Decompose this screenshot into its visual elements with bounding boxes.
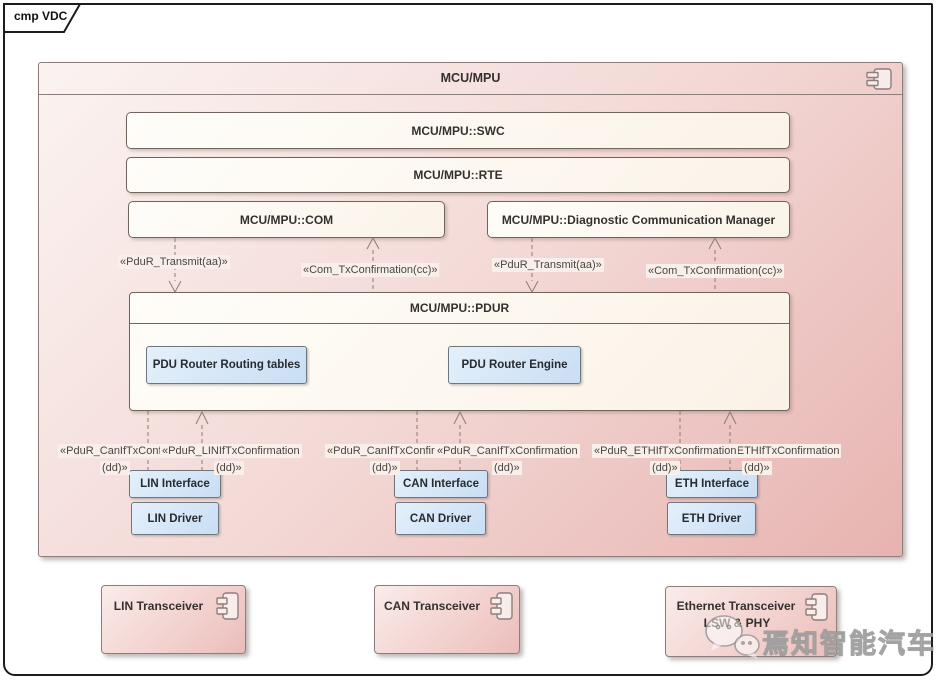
component-pdur: MCU/MPU::PDUR PDU Router Routing tables …: [129, 292, 790, 411]
connector-label-pdur-transmit-left: «PduR_Transmit(aa)»: [118, 255, 230, 269]
connector-label-com-txconfirmation-right: «Com_TxConfirmation(cc)»: [646, 264, 785, 278]
component-icon: [216, 592, 239, 620]
eth-driver-label: ETH Driver: [681, 512, 742, 525]
routing-tables-label: PDU Router Routing tables: [152, 359, 301, 371]
mcu-mpu-title: MCU/MPU: [440, 71, 501, 85]
ethernet-transceiver-label: Ethernet Transceiver: [676, 599, 796, 613]
connector-label-pdur-transmit-right: «PduR_Transmit(aa)»: [492, 258, 604, 272]
rte-label: MCU/MPU::RTE: [413, 168, 503, 182]
component-rte: MCU/MPU::RTE: [126, 157, 790, 193]
watermark-text: 焉知智能汽车: [762, 629, 936, 660]
connector-label-canif-txconf-l1: «PduR_CanIfTxConfirmation: [325, 444, 470, 458]
connector-label-canif-txconfirmation-l2: (dd)»: [492, 461, 522, 475]
connector-label-canif-txconfirmation-l1: «PduR_CanIfTxConfirmation: [435, 444, 580, 458]
frame-tab-label: cmp VDC: [14, 9, 68, 23]
connector-label-linif-txconfirmation-l1: «PduR_LINIfTxConfirmation: [160, 444, 302, 458]
com-label: MCU/MPU::COM: [239, 212, 334, 227]
connector-label-ethif-txconfirmation-l1: «PduR_ETHIfTxConfirmation: [592, 444, 739, 458]
component-icon: [490, 592, 513, 620]
component-swc: MCU/MPU::SWC: [126, 112, 790, 149]
connector-label-linif-txconfirmation-l2: (dd)»: [214, 461, 244, 475]
component-lin-driver: LIN Driver: [131, 502, 219, 535]
can-driver-label: CAN Driver: [409, 512, 472, 525]
eth-interface-label: ETH Interface: [674, 478, 750, 490]
component-pdu-router-engine: PDU Router Engine: [448, 346, 581, 384]
lin-driver-label: LIN Driver: [147, 512, 203, 525]
component-eth-driver: ETH Driver: [667, 502, 756, 535]
pdur-title: MCU/MPU::PDUR: [130, 293, 789, 324]
connector-label-ethif-txconfirmation-hidden-l2: (dd)»: [742, 461, 772, 475]
connector-label-com-txconfirmation-left: «Com_TxConfirmation(cc)»: [301, 263, 440, 277]
connector-label-canif-txconfirmation-lin-l2: (dd)»: [100, 461, 130, 475]
dcm-label: MCU/MPU::Diagnostic Communication Manage…: [501, 212, 776, 227]
component-can-driver: CAN Driver: [395, 502, 486, 535]
component-lin-transceiver: LIN Transceiver: [101, 585, 246, 654]
component-dcm: MCU/MPU::Diagnostic Communication Manage…: [487, 201, 790, 238]
swc-label: MCU/MPU::SWC: [411, 123, 505, 138]
connector-label-canif-txconf-l2: (dd)»: [370, 461, 400, 475]
lin-interface-label: LIN Interface: [140, 478, 210, 490]
can-transceiver-label: CAN Transceiver: [383, 599, 481, 613]
connector-label-ethif-txconfirmation-l2: (dd)»: [650, 461, 680, 475]
component-can-interface: CAN Interface: [394, 470, 488, 498]
component-lin-interface: LIN Interface: [129, 470, 221, 498]
frame-tab: [3, 3, 82, 33]
component-com: MCU/MPU::COM: [128, 201, 445, 238]
can-interface-label: CAN Interface: [402, 478, 480, 490]
component-icon: [866, 68, 892, 90]
router-engine-label: PDU Router Engine: [461, 359, 568, 371]
mcu-title-separator: [39, 94, 902, 95]
component-pdu-router-routing-tables: PDU Router Routing tables: [146, 346, 307, 384]
component-icon: [805, 593, 828, 621]
lin-transceiver-label: LIN Transceiver: [113, 599, 204, 613]
component-can-transceiver: CAN Transceiver: [374, 585, 520, 654]
